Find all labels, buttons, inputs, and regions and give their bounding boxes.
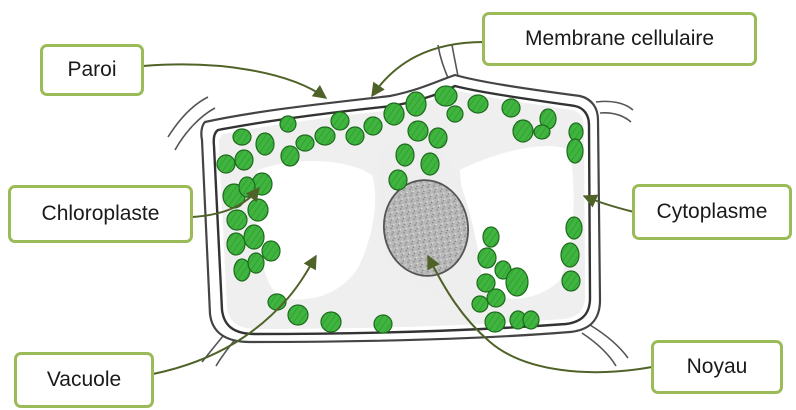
chloroplast xyxy=(244,225,264,249)
chloroplast xyxy=(534,125,550,139)
chloroplast xyxy=(374,315,392,333)
chloroplast xyxy=(487,289,505,307)
chloroplast xyxy=(408,121,428,141)
chloroplast xyxy=(248,253,264,273)
chloroplast xyxy=(321,312,341,332)
chloroplast xyxy=(396,144,414,166)
chloroplast xyxy=(435,86,457,106)
chloroplast xyxy=(562,271,580,291)
label-paroi-text: Paroi xyxy=(67,58,116,82)
chloroplast xyxy=(227,233,245,255)
chloroplast xyxy=(281,146,299,166)
chloroplast xyxy=(472,296,488,312)
chloroplast xyxy=(478,248,496,268)
chloroplast xyxy=(256,133,274,155)
chloroplast xyxy=(235,150,253,170)
label-noyau: Noyau xyxy=(651,340,783,394)
label-vacuole: Vacuole xyxy=(14,352,154,408)
chloroplast xyxy=(566,217,582,239)
label-chloroplaste: Chloroplaste xyxy=(8,185,193,243)
label-chloroplaste-text: Chloroplaste xyxy=(42,202,160,226)
label-cytoplasme-text: Cytoplasme xyxy=(657,200,768,224)
chloroplast xyxy=(483,227,499,247)
label-vacuole-text: Vacuole xyxy=(47,368,121,392)
chloroplast xyxy=(502,99,520,117)
chloroplast xyxy=(406,92,426,116)
label-membrane-text: Membrane cellulaire xyxy=(525,27,714,51)
chloroplast xyxy=(331,112,349,130)
chloroplast xyxy=(513,120,533,142)
chloroplast xyxy=(315,127,335,145)
label-cytoplasme: Cytoplasme xyxy=(632,184,792,240)
chloroplast xyxy=(561,243,579,267)
label-noyau-text: Noyau xyxy=(687,355,748,379)
chloroplast xyxy=(389,170,407,190)
chloroplast xyxy=(468,95,488,113)
chloroplast xyxy=(567,139,583,163)
chloroplast xyxy=(248,199,268,221)
chloroplast xyxy=(262,241,280,261)
label-membrane-cellulaire: Membrane cellulaire xyxy=(482,12,757,66)
arrow-paroi xyxy=(143,64,326,98)
chloroplast xyxy=(506,268,528,296)
chloroplast xyxy=(227,210,247,230)
chloroplast xyxy=(429,128,447,148)
chloroplast xyxy=(569,123,583,141)
chloroplast xyxy=(280,116,296,132)
chloroplast xyxy=(364,117,382,135)
label-paroi: Paroi xyxy=(40,44,144,96)
chloroplast xyxy=(485,312,505,332)
chloroplast xyxy=(421,153,439,175)
chloroplast xyxy=(296,135,314,151)
chloroplast xyxy=(233,129,251,145)
chloroplast xyxy=(523,311,539,329)
chloroplast xyxy=(217,155,235,173)
chloroplast xyxy=(447,106,463,122)
chloroplast xyxy=(346,127,364,145)
chloroplast xyxy=(288,305,308,325)
chloroplast xyxy=(384,103,404,125)
